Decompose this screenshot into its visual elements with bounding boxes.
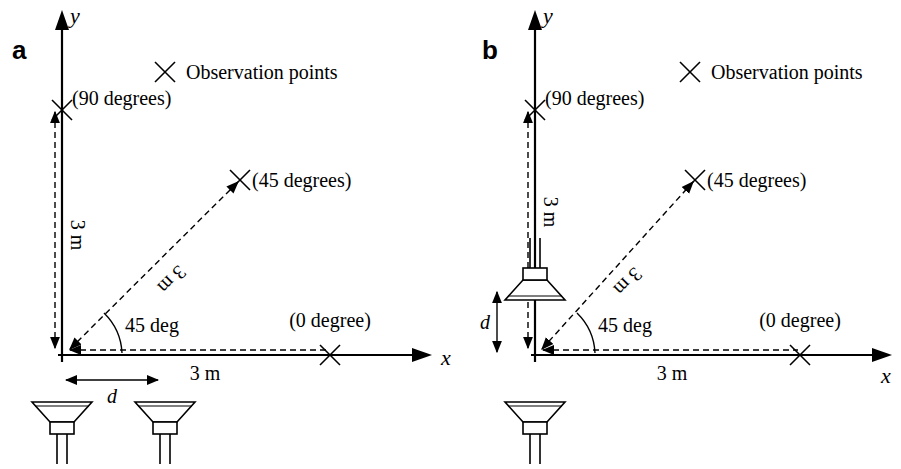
angle-label: (45 degrees) bbox=[707, 170, 806, 190]
axis-label: y bbox=[543, 5, 553, 27]
axis-label: x bbox=[881, 365, 891, 387]
spacing-label: d bbox=[480, 312, 490, 332]
angle-label: 45 deg bbox=[125, 315, 179, 335]
legend-note: Observation points bbox=[186, 62, 338, 82]
axis-label: x bbox=[441, 347, 451, 369]
dimension-label: 3 m bbox=[610, 264, 646, 300]
legend-note: Observation points bbox=[711, 62, 863, 82]
angle-label: (90 degrees) bbox=[545, 88, 644, 108]
angle-label: 45 deg bbox=[598, 315, 652, 335]
dimension-label: 3 m bbox=[541, 197, 561, 228]
angle-label: (45 degrees) bbox=[252, 170, 351, 190]
spacing-label: d bbox=[107, 386, 117, 406]
axis-label: y bbox=[70, 5, 80, 27]
dimension-label: 3 m bbox=[190, 363, 221, 383]
panel-letter: b bbox=[482, 37, 498, 63]
dimension-label: 3 m bbox=[68, 220, 88, 251]
angle-label: (0 degree) bbox=[759, 310, 841, 330]
angle-label: (90 degrees) bbox=[72, 88, 171, 108]
angle-label: (0 degree) bbox=[289, 310, 371, 330]
panel-letter: a bbox=[12, 37, 26, 63]
dimension-label: 3 m bbox=[154, 262, 190, 298]
dimension-label: 3 m bbox=[657, 363, 688, 383]
